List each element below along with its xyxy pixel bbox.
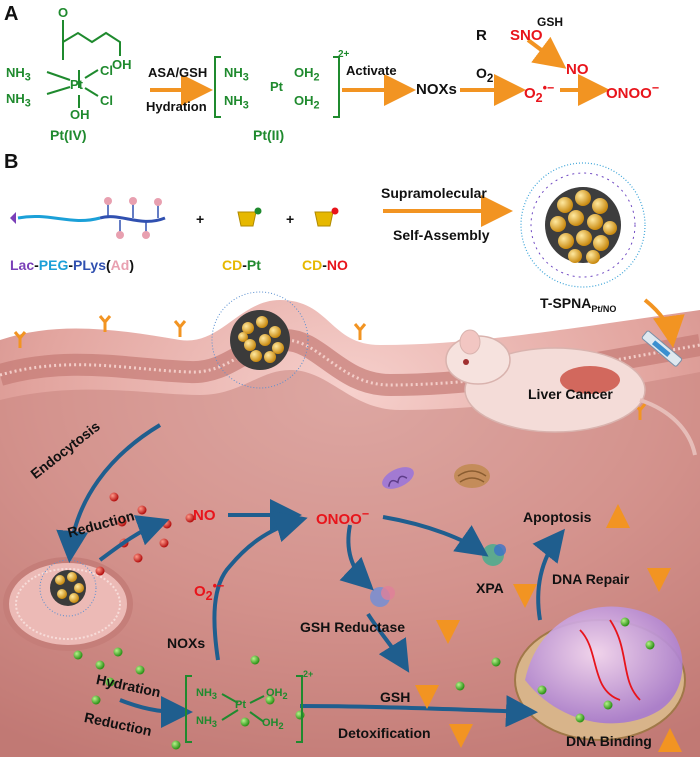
apoptosis-label: Apoptosis [523, 509, 592, 525]
plus-2: + [286, 211, 295, 227]
pt2b-oh2-bottom: OH2 [262, 717, 284, 732]
golgi-icon [454, 464, 490, 488]
panel-b-label: B [4, 151, 19, 173]
pt2-oh2-bottom: OH2 [294, 93, 320, 112]
cd-no-label: CD-NO [302, 257, 348, 273]
noxs-label-a: NOXs [416, 81, 457, 98]
panel-a-label: A [4, 3, 19, 25]
pt2b-oh2-top: OH2 [266, 687, 288, 702]
mitochondrion-icon [382, 467, 414, 489]
pt2b-nh3-bottom: NH3 [196, 715, 217, 730]
endosome [3, 557, 133, 651]
onoo-label-b: ONOO− [316, 507, 370, 528]
pt4-cl-top: Cl [100, 63, 113, 78]
pathway-arrows [56, 423, 565, 728]
xpa-label: XPA [476, 580, 504, 596]
trend-arrows [415, 504, 682, 752]
pt2-nh3-top: NH3 [224, 65, 249, 84]
pt4-oxygen: O [58, 5, 69, 20]
pt2b-nh3-top: NH3 [196, 687, 217, 702]
detoxification-label: Detoxification [338, 725, 431, 741]
dna-repair-label: DNA Repair [552, 571, 630, 587]
gsh-label-b: GSH [380, 689, 411, 705]
pt2-bracket [214, 56, 340, 118]
pt-particles [73, 617, 655, 750]
t-spna-nanoparticle [520, 162, 646, 288]
pt2-nh3-bottom: NH3 [224, 93, 249, 112]
receptors [13, 315, 647, 420]
arrow1-top-label: ASA/GSH [148, 65, 208, 80]
pt4-center: Pt [70, 77, 83, 92]
pt4-acid-oh: OH [112, 57, 132, 72]
assembly-bottom-label: Self-Assembly [393, 227, 490, 243]
no-label-a: NO [566, 61, 589, 78]
cd-pt-label: CD-Pt [222, 257, 261, 273]
cd-pt-icon [237, 207, 262, 227]
pt4-structure [46, 20, 121, 108]
tspna-label: T-SPNAPt/NO [540, 295, 617, 314]
polymer-label: Lac-PEG-PLys(Ad) [10, 257, 135, 273]
o2-label-a: O2 [476, 65, 494, 85]
no-label-b: NO [193, 507, 216, 524]
arrow1-bottom-label: Hydration [146, 99, 207, 114]
superoxide-label-b: O2•− [194, 579, 225, 603]
pt2b-center: Pt [235, 699, 246, 711]
pt2-bracket-b [185, 675, 303, 743]
dna-binding-label: DNA Binding [566, 733, 652, 749]
gsh-label-a: GSH [537, 15, 564, 29]
onoo-label-a: ONOO− [606, 81, 660, 102]
tspna-down-arrow [643, 298, 685, 348]
pt2-caption: Pt(II) [253, 127, 285, 143]
assembly-top-label: Supramolecular [381, 185, 487, 201]
pt2-oh2-top: OH2 [294, 65, 320, 84]
pt4-nh3-top: NH3 [6, 65, 31, 84]
rsno-sno: SNO [510, 27, 543, 44]
nucleus [514, 606, 686, 741]
pt4-cl-bottom: Cl [100, 93, 113, 108]
membrane-nanoparticle [211, 291, 309, 389]
pt2-charge: 2+ [338, 49, 350, 60]
polymer-chain [10, 197, 166, 239]
mouse-illustration [445, 329, 697, 456]
noxs-label-b: NOXs [167, 635, 206, 651]
plus-1: + [196, 211, 205, 227]
panel-a-arrows [150, 36, 610, 106]
cd-no-icon [314, 207, 339, 227]
gsh-reductase-label: GSH Reductase [300, 619, 406, 635]
superoxide-label-a: O2•− [524, 81, 555, 105]
pt4-nh3-bottom: NH3 [6, 91, 31, 110]
pt2b-charge: 2+ [303, 669, 314, 679]
pt2-center: Pt [270, 79, 283, 94]
activate-label: Activate [346, 63, 397, 78]
rsno-r: R [476, 27, 487, 44]
pt4-caption: Pt(IV) [50, 127, 87, 143]
gsh-reductase-protein [370, 586, 395, 607]
pt4-oh: OH [70, 107, 90, 122]
liver-cancer-label: Liver Cancer [528, 386, 613, 402]
